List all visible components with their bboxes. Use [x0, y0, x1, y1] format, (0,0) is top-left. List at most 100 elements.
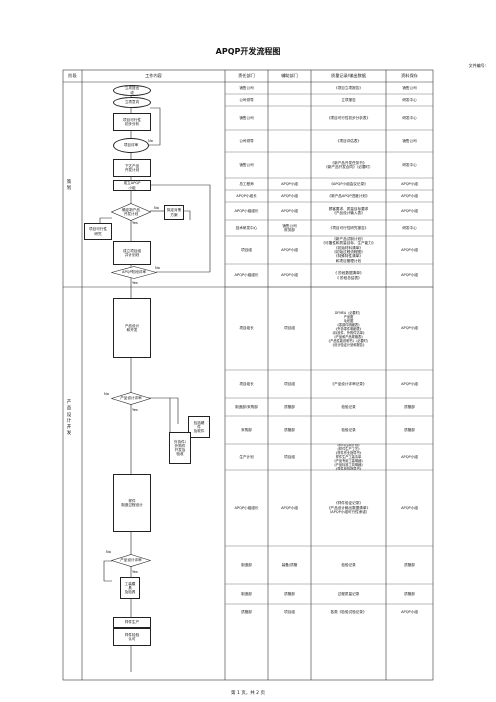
- stage-planning: 策划: [66, 180, 72, 192]
- row-assist: [268, 130, 311, 152]
- row-keeper: 研发中心: [402, 225, 417, 230]
- flow-review2-label: 产品设计评审: [120, 558, 142, 563]
- row-assist: APQP小组: [281, 193, 298, 198]
- row-record: 《过程流程图》 《样件控制计划》 《样件生产工艺》 《样件作业指导书》 样件生产…: [332, 444, 365, 470]
- label-no-3: No: [155, 266, 160, 270]
- row-keeper: APQP小组: [401, 609, 418, 614]
- row-assist: 质管部: [284, 591, 295, 596]
- flow-issue-plan: 下达产品 开发计划: [113, 159, 151, 177]
- row-assist: 质管部: [284, 427, 295, 432]
- row-responsible: 采购部: [241, 427, 252, 432]
- flow-new-plan-label: 确定新产品 开发计划: [122, 207, 140, 216]
- row-record: 《新产品开发任务书》 《新产品开发合同》（必要时）: [324, 160, 373, 169]
- row-responsible: 制造部: [241, 591, 252, 596]
- row-assist: 项目组: [284, 326, 295, 331]
- label-yes-1: Yes: [132, 221, 138, 225]
- row-assist: APQP小组: [281, 208, 298, 213]
- label-yes-2: Yes: [132, 281, 138, 285]
- row-keeper: APQP小组: [401, 181, 418, 186]
- row-responsible: 销售公司: [239, 85, 254, 90]
- flow-new-plan-diamond: [111, 203, 151, 221]
- flow-review2-diamond: [111, 554, 151, 567]
- row-keeper: 质管部: [404, 591, 415, 596]
- row-responsible: 项目组: [241, 247, 252, 252]
- row-assist: APQP小组: [281, 505, 298, 510]
- flow-apqp-review-diamond: [111, 266, 157, 279]
- row-record: 检验记录: [341, 427, 356, 432]
- row-keeper: 研发中心: [402, 115, 417, 120]
- row-responsible: 技术研发中心: [235, 225, 258, 230]
- row-responsible: 制造部: [241, 562, 252, 567]
- row-record: DFMEA（必要时） 产品图 毛坯图 《零部件明细表》 《外协零件明细表》 《标…: [326, 310, 371, 347]
- label-yes-3: Yes: [132, 408, 138, 412]
- row-responsible: 项目组长: [239, 326, 254, 331]
- label-no-5: No: [106, 550, 111, 554]
- label-yes-4: Yes: [132, 570, 138, 574]
- row-responsible: 项目组长: [239, 381, 254, 386]
- row-keeper: APQP小组: [401, 326, 418, 331]
- row-assist: APQP小组: [281, 247, 298, 252]
- row-keeper: APQP小组: [401, 193, 418, 198]
- row-keeper: APQP小组: [401, 381, 418, 386]
- row-keeper: 研发中心: [402, 97, 417, 102]
- row-record: 检验记录: [341, 404, 356, 409]
- flow-project-review: 项目评审: [113, 138, 149, 153]
- row-assist: 装备/质管: [281, 562, 298, 567]
- row-responsible: 公司领导: [239, 97, 254, 102]
- row-record: 《APQP小组会议记录》: [329, 181, 368, 186]
- header-stage: 阶段: [68, 73, 77, 78]
- row-record: 《项目可行性初步分析表》: [326, 115, 371, 120]
- row-record: 检验记录: [341, 562, 356, 567]
- flow-apqp-review-label: APQP阶段评审: [122, 270, 146, 275]
- row-record: 《产品设计评审记录》: [330, 381, 367, 386]
- row-assist: 项目组: [284, 454, 295, 459]
- flow-design-review-diamond: [111, 392, 151, 405]
- row-keeper: 销售公司: [402, 85, 417, 90]
- row-keeper: 研发中心: [402, 162, 417, 167]
- document-title: APQP开发流程图: [215, 47, 281, 56]
- label-no-2: No: [154, 206, 159, 210]
- flow-countermeasure: 拟定对策 方案: [164, 205, 184, 220]
- flow-design-review-label: 产品设计评审: [120, 396, 142, 401]
- flow-start-proposal: 立项提出 或: [113, 85, 151, 96]
- row-keeper: APQP小组: [401, 247, 418, 252]
- row-assist: 项目组: [284, 609, 295, 614]
- row-keeper: 质管部: [404, 562, 415, 567]
- flow-project-team: 成立项目组 并计划划: [113, 241, 151, 265]
- row-keeper: 销售公司: [402, 138, 417, 143]
- row-responsible: 生产计划: [239, 454, 254, 459]
- row-responsible: 销售公司: [239, 115, 254, 120]
- row-record: 《 阶段数据清单》 《 阶段总结表》: [333, 271, 364, 280]
- flow-outsourcing: 外协件/ 外购件 开发及 验收: [169, 432, 191, 464]
- flow-sample-inspection: 样件检验 认可: [113, 628, 151, 646]
- header-assist: 辅助部门: [281, 73, 298, 78]
- flow-feasibility-prelim: 项目可行性 初步分析: [113, 113, 151, 131]
- row-responsible: APQP小组长: [236, 193, 257, 198]
- row-record: 各类《检验试验记录》: [330, 609, 367, 614]
- flow-design-dev: 产品设计 和开发: [113, 298, 151, 358]
- row-keeper: APQP小组: [401, 505, 418, 510]
- header-responsible: 责任部门: [238, 73, 255, 78]
- flow-hardware-software: 包括硬 件 及软件: [188, 416, 210, 438]
- row-record: 《项目可行性研究报告》: [328, 225, 369, 230]
- row-keeper: APQP小组: [401, 208, 418, 213]
- row-keeper: APQP小组: [401, 273, 418, 278]
- document-number-label: 文件编号:: [468, 63, 486, 68]
- row-record: 《新产品试制计划》 《可靠性和质量目标、生产能力》 《初始材料清单》 《初始过程…: [321, 236, 376, 263]
- row-responsible: APQP小组组长: [234, 273, 259, 278]
- row-responsible: 公司领导: [239, 138, 254, 143]
- row-assist: 项目组: [284, 381, 295, 386]
- flow-intent: 立项意向: [113, 97, 151, 108]
- flow-sample-production: 样件生产: [113, 617, 151, 628]
- label-no-1: No: [148, 139, 153, 143]
- row-responsible: 制造部/采购部: [235, 404, 258, 409]
- row-assist: 质管部: [284, 404, 295, 409]
- header-records: 质量记录/输出数据: [331, 73, 366, 78]
- row-responsible: 质管部: [241, 609, 252, 614]
- stage-design: 产品设计开发: [66, 400, 72, 437]
- row-assist: [268, 94, 311, 106]
- row-record: 《新产品APQP进度计划》: [327, 193, 370, 198]
- row-assist: 销售公司 财务部: [282, 223, 297, 232]
- row-assist: APQP小组: [281, 181, 298, 186]
